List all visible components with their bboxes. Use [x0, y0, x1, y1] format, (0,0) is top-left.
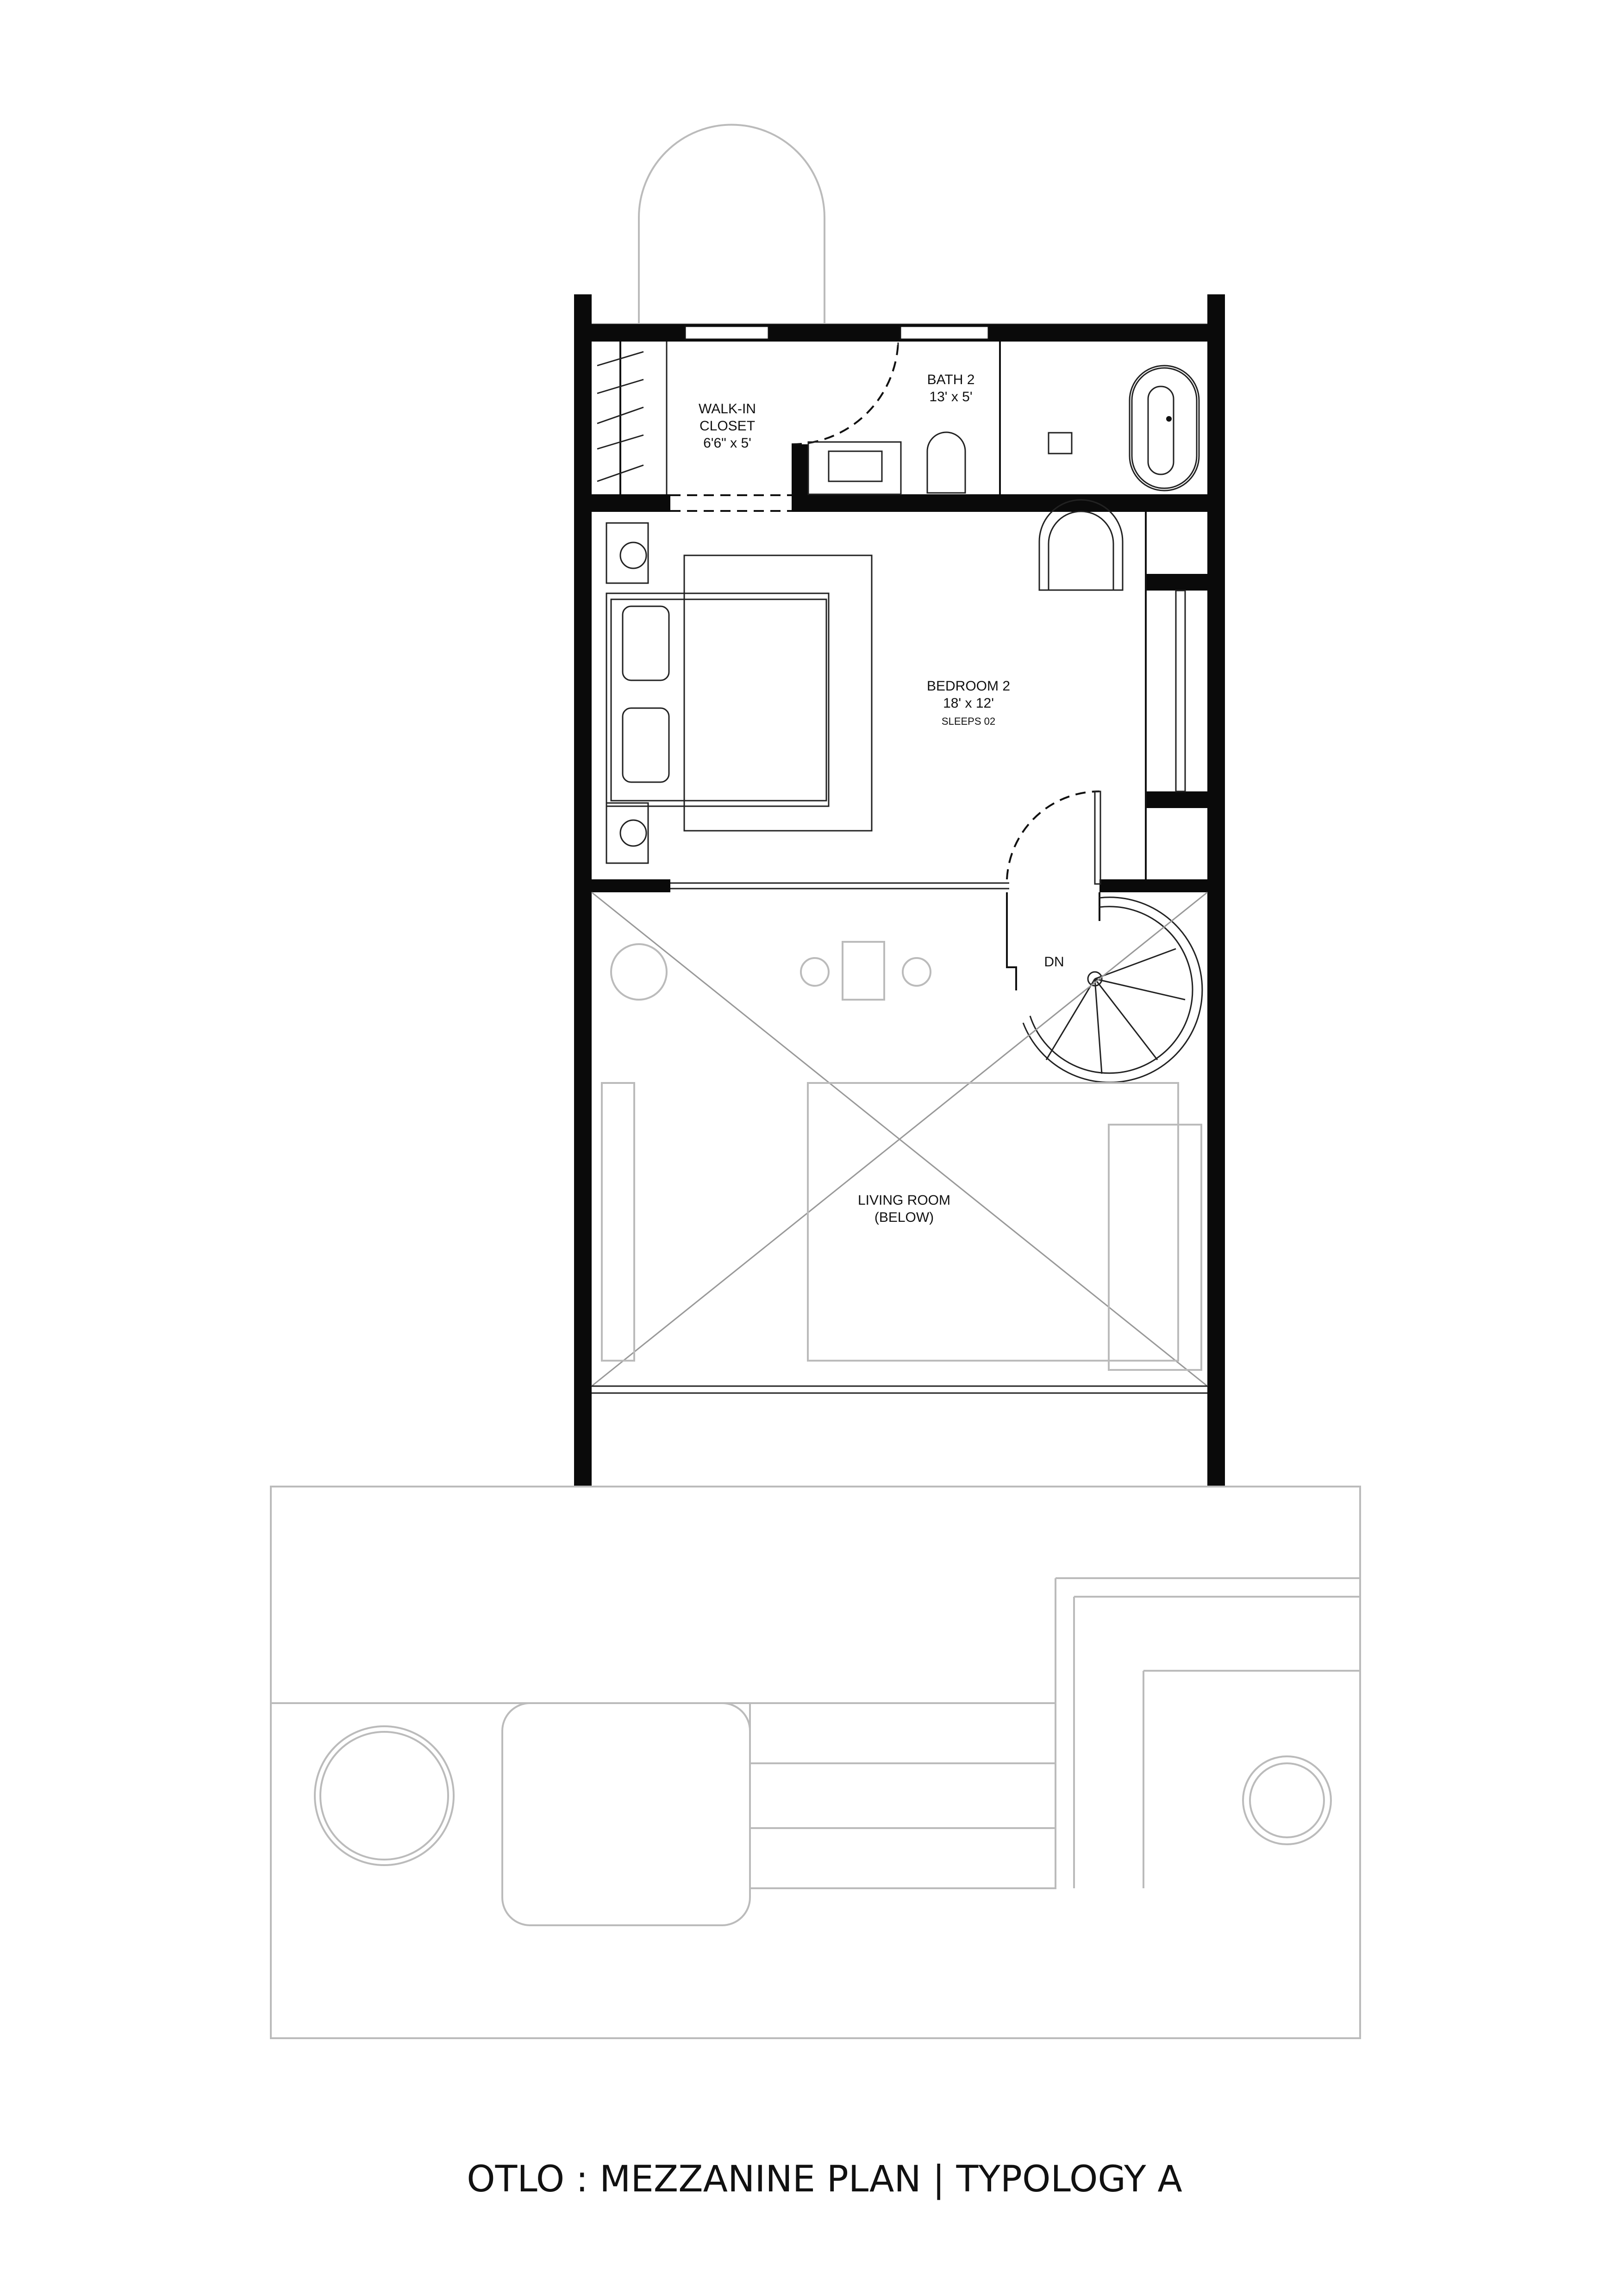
closet-hangers [597, 342, 668, 494]
stair-down-label: DN [1044, 954, 1064, 970]
bath-label: BATH 2 [927, 372, 975, 387]
bath-size: 13' x 5' [929, 389, 972, 404]
living-label: LIVING ROOM [858, 1193, 950, 1208]
closet-label-2: CLOSET [700, 418, 755, 434]
living-room-below [591, 891, 1208, 1387]
bathtub-icon [1129, 365, 1200, 492]
deck-below [270, 1486, 1361, 2039]
closet-size: 6'6" x 5' [703, 436, 751, 451]
entry-arch [638, 124, 825, 341]
top-windows [684, 325, 989, 340]
spiral-stair [1006, 892, 1203, 1083]
bottom-glazing [592, 1385, 1207, 1394]
bedroom-size: 18' x 12' [943, 696, 994, 711]
plan-title: OTLO : MEZZANINE PLAN | TYPOLOGY A [467, 2159, 1182, 2200]
toilet-icon [926, 431, 966, 494]
railing [670, 882, 1009, 890]
closet-label: WALK-IN [699, 401, 756, 417]
living-note: (BELOW) [874, 1210, 934, 1225]
bedroom-furniture [606, 499, 1186, 879]
bedroom-label: BEDROOM 2 [927, 678, 1010, 694]
bedroom-sleeps: SLEEPS 02 [942, 716, 995, 727]
walls [574, 294, 1225, 1487]
shower-icon [1048, 432, 1073, 454]
